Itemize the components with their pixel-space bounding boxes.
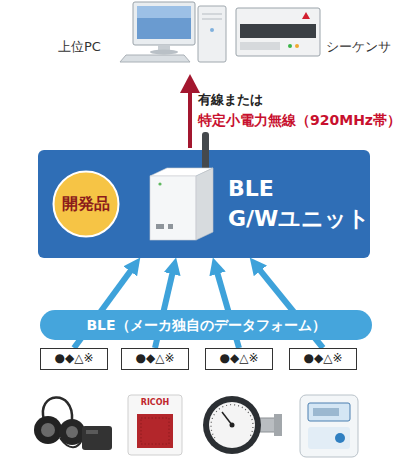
plc-panel (240, 42, 280, 50)
sensor-cable (43, 397, 72, 420)
logger-panel (308, 427, 350, 449)
data-logger-illustration (300, 395, 358, 457)
host-pc-illustration (120, 2, 226, 62)
uplink-arrow-head (180, 74, 200, 93)
device-label: シーケンサ (326, 38, 391, 56)
node-text: ●◆△※ (122, 349, 188, 368)
ring-sensor-core (66, 426, 78, 438)
data-format-box: ●◆△※ (205, 348, 273, 370)
pc-power-led (210, 28, 214, 32)
gauge-stem (256, 418, 278, 432)
ricoh-body (128, 395, 182, 455)
pc-screen (137, 6, 191, 39)
data-format-box: ●◆△※ (121, 348, 189, 370)
pc-monitor (133, 2, 195, 45)
ricoh-sensor-illustration (128, 395, 182, 455)
pc-drive-slot (202, 19, 222, 20)
pc-tower (198, 6, 226, 62)
logger-body (300, 395, 358, 457)
pc-drive-slot (202, 14, 222, 15)
node-text: BLE G/Wユニット (228, 174, 368, 234)
gauge-face (209, 402, 255, 448)
ring-sensor-illustration (34, 397, 112, 450)
link-note: 有線または (198, 91, 263, 109)
sensor-cable (60, 438, 82, 447)
plc-led (288, 44, 292, 48)
plc-body (236, 8, 320, 56)
transmitter-detail (86, 430, 98, 434)
gateway-box: BLE G/Wユニット 開発品 (38, 150, 370, 258)
logger-button (335, 433, 345, 443)
gauge-ticks (211, 405, 253, 438)
data-format-box: ●◆△※ (40, 348, 108, 370)
ricoh-cell-pattern (141, 418, 169, 444)
node-text: 開発品 (52, 170, 120, 238)
uplink-arrow-line (188, 90, 192, 148)
data-format-box: ●◆△※ (289, 348, 357, 370)
badge-circle: 開発品 (52, 170, 120, 238)
gauge-needle (222, 412, 232, 425)
pc-screen-glare (137, 6, 191, 18)
node-text: ●◆△※ (290, 349, 356, 368)
pc-stand (158, 45, 170, 51)
ring-sensor (59, 419, 85, 445)
logger-digits (313, 408, 339, 416)
ring-sensor-core (41, 423, 55, 437)
plc-logo (302, 12, 310, 19)
link-note: 特定小電力無線（920MHz帯） (198, 112, 401, 130)
sequencer-illustration (236, 8, 320, 56)
brand-mark: RICOH (128, 398, 182, 407)
node-text: ●◆△※ (206, 349, 272, 368)
gauge-rim (203, 396, 261, 454)
gauge-nut (274, 414, 282, 436)
pc-base (150, 50, 178, 55)
pc-keyboard (120, 55, 190, 62)
sensor-transmitter (82, 426, 112, 450)
logger-display (308, 403, 350, 421)
ricoh-red-panel (137, 414, 173, 448)
device-label: 上位PC (58, 38, 101, 56)
protocol-band: BLE（メーカ独自のデータフォーム） (40, 310, 372, 340)
node-text: ●◆△※ (41, 349, 107, 368)
node-text: BLE（メーカ独自のデータフォーム） (40, 310, 372, 340)
pressure-gauge-illustration (203, 396, 282, 454)
plc-led (295, 44, 299, 48)
gauge-pivot (230, 423, 235, 428)
ring-sensor (34, 416, 62, 444)
plc-terminal-strip (240, 24, 316, 38)
